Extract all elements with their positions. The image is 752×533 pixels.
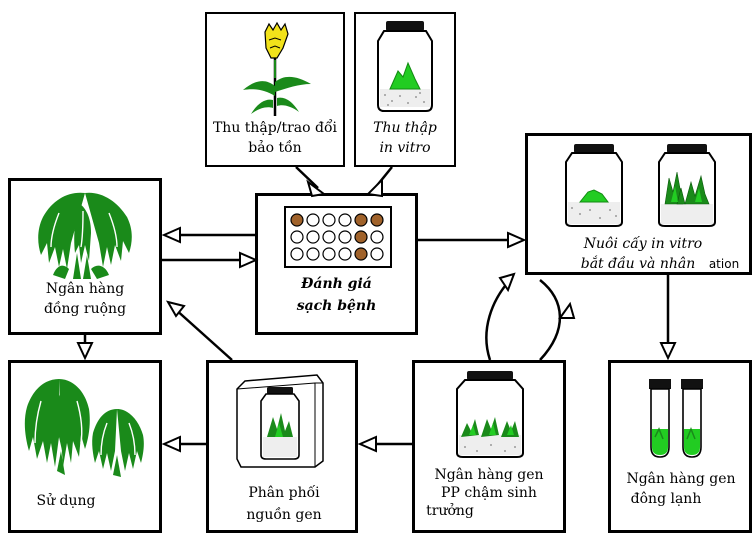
arrowhead [507,231,527,249]
distribution-label-2: nguồn gen [246,507,322,523]
field-plant-icon [24,379,144,477]
culture-label-2: bắt đầu và nhân [580,256,696,272]
arrowhead [498,272,516,293]
culture-box: Nuôi cấy in vitro bắt đầu và nhân ation [525,133,752,275]
arrow-slow-growth-to-culture [485,279,511,361]
arrowhead [76,342,94,361]
slow-growth-label-2: PP chậm sinh [441,485,537,501]
cryo-label-1: Ngân hàng gen [626,471,736,487]
collect-label-2: bảo tồn [248,140,302,156]
collect-box: Thu thập/trao đổi bảo tồn [205,12,345,167]
arrowhead [659,342,677,361]
slow-growth-box: Ngân hàng gen PP chậm sinh trưởng [412,360,566,533]
field-plant-icon [38,192,132,279]
evaluate-label-2: sạch bệnh [296,298,377,314]
flower-icon [243,21,311,116]
culture-jar-plantlets-icon [658,144,716,227]
culture-jar-icon [565,144,623,227]
cryo-box: Ngân hàng gen đông lạnh [608,360,752,533]
cryo-label-2: đông lạnh [630,491,702,507]
evaluate-box: Đánh giá sạch bệnh [255,193,418,335]
field-bank-box: Ngân hàng đồng ruộng [8,178,162,335]
slow-growth-label-3: trưởng [426,503,474,519]
arrow-distribution-to-field-bank [173,307,233,361]
collect-vitro-label-1: Thu thập [373,120,437,136]
culture-label-1: Nuôi cấy in vitro [583,236,703,252]
arrowhead [365,177,383,198]
field-bank-label-2: đồng ruộng [43,301,127,317]
culture-jar-plantlets-icon [456,371,524,458]
arrowhead [306,179,327,198]
field-bank-label-1: Ngân hàng [45,281,125,297]
packaged-jar-icon [236,374,324,468]
distribution-box: Phân phối nguồn gen [206,360,358,533]
arrowhead [558,301,576,319]
cryo-tubes-icon [649,379,703,458]
arrowhead [161,226,181,244]
evaluate-label-1: Đánh giá [301,276,372,292]
use-box: Sử dụng [8,360,162,533]
test-plate-icon [284,206,392,268]
culture-jar-icon [377,21,433,112]
arrowhead [239,251,259,269]
arrowhead [357,435,377,453]
distribution-label-1: Phân phối [248,485,320,501]
slow-growth-label-1: Ngân hàng gen [434,467,544,483]
arrow-culture-to-slow-growth [539,279,562,361]
use-label: Sử dụng [36,493,96,509]
collect-vitro-box: Thu thập in vitro [354,12,456,167]
arrowhead [165,300,186,318]
arrow-collect-to-evaluate [295,166,319,189]
culture-label-overflow: ation [708,257,740,271]
arrowhead [161,435,181,453]
collect-label-1: Thu thập/trao đổi [212,120,338,136]
collect-vitro-label-2: in vitro [379,140,431,156]
